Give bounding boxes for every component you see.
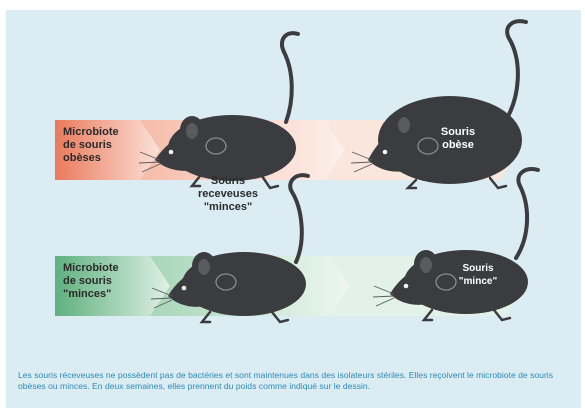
thin-microbiota-label: Microbiote de souris "minces"	[63, 262, 143, 301]
recipient-mouse-top-icon	[139, 33, 298, 188]
thin-mouse-label: Souris "mince"	[448, 262, 508, 288]
caption-text: Les souris réceveuses ne possèdent pas d…	[18, 370, 578, 392]
obese-mouse-label: Souris obèse	[424, 126, 492, 152]
obese-mouse-icon	[351, 21, 526, 188]
recipient-mice-label: Souris receveuses "minces"	[178, 175, 278, 214]
thin-mouse-icon	[373, 169, 538, 320]
obese-microbiota-label: Microbiote de souris obèses	[63, 126, 143, 165]
